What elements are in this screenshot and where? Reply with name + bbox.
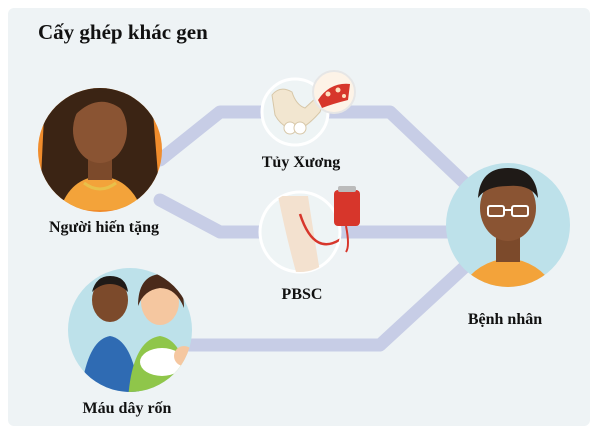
bone-marrow-illustration: [260, 70, 356, 147]
patient-label: Bệnh nhân: [467, 311, 543, 328]
pbsc-illustration: [258, 186, 360, 274]
pbsc-label: PBSC: [281, 286, 323, 303]
connector-cord-patient: [173, 255, 477, 352]
cord-blood-label: Máu dây rốn: [82, 400, 172, 417]
connector-donor-pbsc-patient: [153, 193, 477, 239]
donor-illustration: [38, 88, 162, 212]
diagram-title: Cấy ghép khác gen: [38, 20, 208, 44]
patient-illustration: [446, 163, 570, 287]
cord-blood-illustration: [68, 268, 192, 392]
donor-label: Người hiến tặng: [48, 219, 160, 236]
bone-marrow-label: Tủy Xương: [261, 154, 341, 171]
